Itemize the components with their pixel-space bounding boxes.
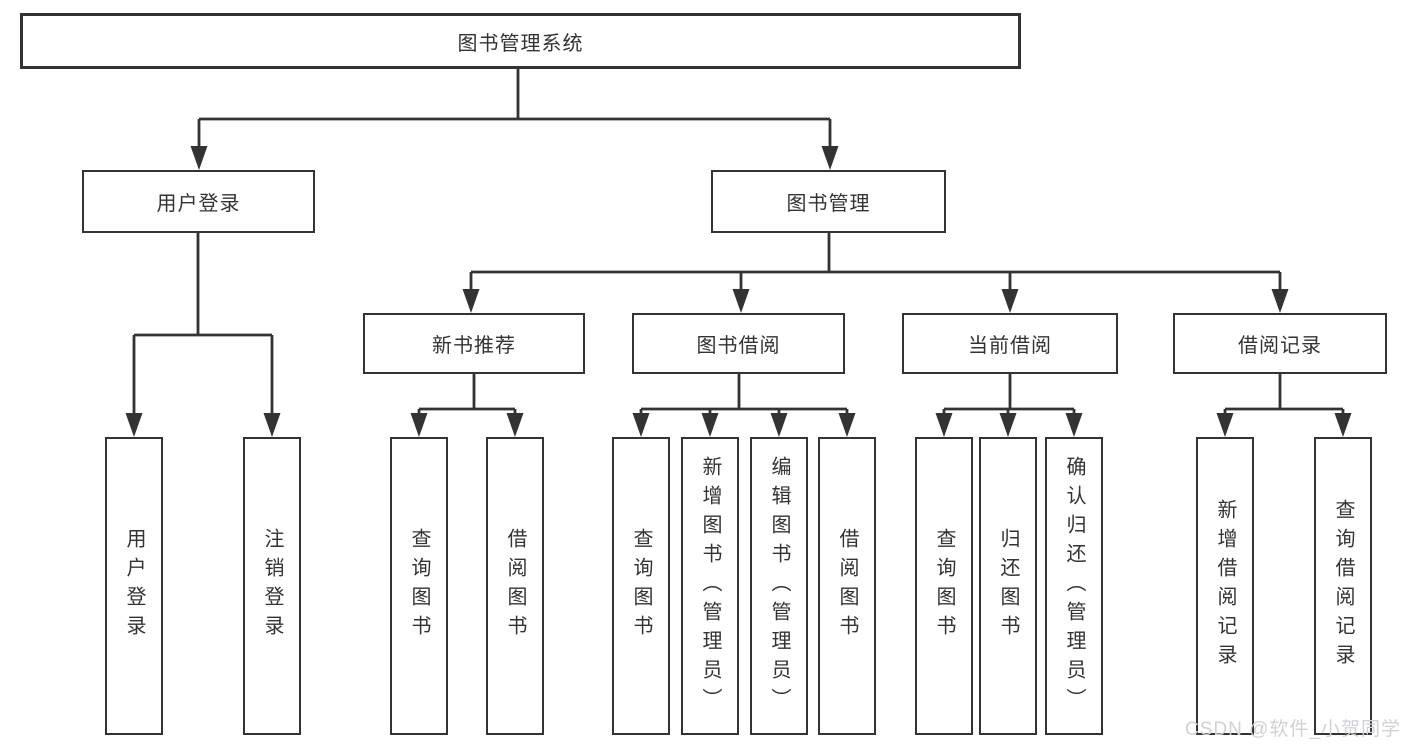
- node-new-book-rec-label: 新书推荐: [432, 335, 516, 357]
- node-user-login-branch-label: 用户登录: [156, 193, 241, 215]
- leaf-logout: 注销登录: [243, 437, 301, 735]
- node-root: 图书管理系统: [20, 13, 1021, 69]
- watermark: CSDN @软件_小贺同学: [1185, 719, 1401, 740]
- leaf-user-login: 用户登录: [105, 437, 163, 735]
- leaf-query-borrow-record: 查询借阅记录: [1314, 437, 1372, 735]
- leaf-user-login-label: 用户登录: [123, 528, 145, 644]
- leaf-add-book-admin: 新增图书（管理员）: [681, 437, 739, 735]
- node-book-mgmt-branch-label: 图书管理: [786, 193, 871, 215]
- node-borrow-records-label: 借阅记录: [1238, 335, 1322, 357]
- leaf-borrow-books-rec: 借阅图书: [486, 437, 544, 735]
- node-borrow-records: 借阅记录: [1173, 313, 1387, 374]
- node-new-book-rec: 新书推荐: [363, 313, 585, 374]
- node-root-label: 图书管理系统: [457, 32, 584, 55]
- leaf-borrow-books-borrow-label: 借阅图书: [836, 528, 858, 644]
- leaf-query-books-current: 查询图书: [915, 437, 973, 735]
- node-current-borrow: 当前借阅: [902, 313, 1118, 374]
- leaf-add-borrow-record: 新增借阅记录: [1196, 437, 1254, 735]
- leaf-query-books-rec: 查询图书: [390, 437, 448, 735]
- node-book-mgmt-branch: 图书管理: [711, 170, 946, 233]
- leaf-borrow-books-rec-label: 借阅图书: [504, 528, 526, 644]
- leaf-logout-label: 注销登录: [261, 528, 283, 644]
- leaf-confirm-return-admin: 确认归还（管理员）: [1045, 437, 1103, 735]
- leaf-edit-book-admin-label: 编辑图书（管理员）: [768, 455, 790, 717]
- node-user-login-branch: 用户登录: [82, 170, 315, 233]
- node-book-borrow: 图书借阅: [632, 313, 845, 374]
- leaf-edit-book-admin: 编辑图书（管理员）: [750, 437, 808, 735]
- leaf-query-books-rec-label: 查询图书: [408, 528, 430, 644]
- leaf-return-book: 归还图书: [979, 437, 1037, 735]
- leaf-query-borrow-record-label: 查询借阅记录: [1332, 499, 1354, 673]
- leaf-borrow-books-borrow: 借阅图书: [818, 437, 876, 735]
- node-book-borrow-label: 图书借阅: [696, 335, 781, 357]
- node-current-borrow-label: 当前借阅: [968, 335, 1052, 357]
- leaf-confirm-return-admin-label: 确认归还（管理员）: [1063, 455, 1085, 717]
- leaf-query-books-borrow: 查询图书: [612, 437, 670, 735]
- leaf-add-borrow-record-label: 新增借阅记录: [1214, 499, 1236, 673]
- leaf-query-books-current-label: 查询图书: [933, 528, 955, 644]
- leaf-add-book-admin-label: 新增图书（管理员）: [699, 455, 721, 717]
- leaf-return-book-label: 归还图书: [997, 528, 1019, 644]
- leaf-query-books-borrow-label: 查询图书: [630, 528, 652, 644]
